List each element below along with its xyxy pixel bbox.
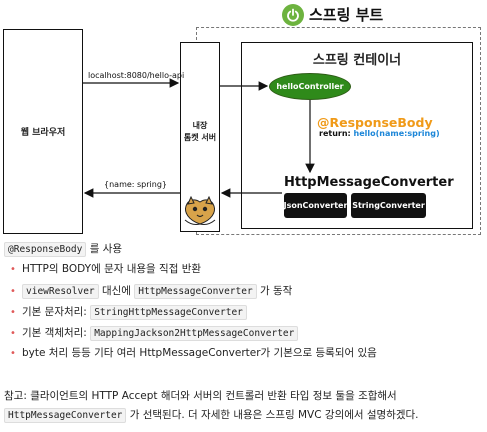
bullet-text: HTTP의 BODY에 문자 내용을 직접 반환 bbox=[22, 263, 202, 275]
string-converter-label: StringConverter bbox=[352, 201, 425, 210]
bullet-code: viewResolver bbox=[22, 284, 99, 299]
hello-controller-node: helloController bbox=[269, 73, 351, 100]
notes-heading-code: @ResponseBody bbox=[4, 242, 87, 257]
tomcat-label-line2: 톰켓 서버 bbox=[183, 133, 217, 142]
request-url-label: localhost:8080/hello-api bbox=[88, 71, 185, 80]
response-json-label: {name: spring} bbox=[104, 180, 168, 189]
bullet-item: • 기본 문자처리: StringHttpMessageConverter bbox=[10, 304, 247, 321]
response-body-annotation: @ResponseBody bbox=[317, 115, 433, 130]
bullet-item: • 기본 객체처리: MappingJackson2HttpMessageConv… bbox=[10, 325, 299, 342]
footer-text: 가 선택된다. 더 자세한 내용은 스프링 MVC 강의에서 설명하겠다. bbox=[126, 409, 419, 421]
bullet-code: HttpMessageConverter bbox=[134, 284, 257, 299]
web-browser-box: 웹 브라우저 bbox=[3, 29, 83, 234]
notes-section: @ResponseBody 를 사용 • HTTP의 BODY에 문자 내용을 직… bbox=[4, 241, 484, 431]
bullet-dot-icon: • bbox=[10, 328, 16, 339]
return-statement: return: hello(name:spring) bbox=[319, 129, 440, 138]
tomcat-logo-icon bbox=[182, 195, 218, 228]
bullet-text: 기본 문자처리: bbox=[22, 306, 91, 318]
bullet-dot-icon: • bbox=[10, 307, 16, 318]
bullet-code: StringHttpMessageConverter bbox=[90, 305, 247, 320]
footer-code: HttpMessageConverter bbox=[4, 408, 127, 423]
http-message-converter-title: HttpMessageConverter bbox=[284, 175, 454, 190]
bullet-item: • viewResolver 대신에 HttpMessageConverter 가… bbox=[10, 283, 292, 300]
hello-controller-label: helloController bbox=[276, 82, 344, 91]
bullet-text: 대신에 bbox=[98, 285, 135, 297]
bullet-text: 가 동작 bbox=[256, 285, 293, 297]
bullet-code: MappingJackson2HttpMessageConverter bbox=[90, 326, 299, 341]
return-prefix: return: bbox=[319, 129, 351, 138]
notes-heading-text: 를 사용 bbox=[89, 243, 123, 255]
bullet-item: • byte 처리 등등 기타 여러 HttpMessageConverter가 … bbox=[10, 345, 377, 362]
return-value: hello(name:spring) bbox=[353, 129, 440, 138]
spring-container-title: 스프링 컨테이너 bbox=[312, 53, 402, 68]
web-browser-label: 웹 브라우저 bbox=[20, 128, 66, 138]
bullet-dot-icon: • bbox=[10, 264, 16, 275]
notes-heading: @ResponseBody 를 사용 bbox=[4, 241, 122, 258]
bullet-dot-icon: • bbox=[10, 348, 16, 359]
json-converter-label: JsonConverter bbox=[283, 201, 348, 210]
embedded-tomcat-box bbox=[180, 42, 220, 232]
string-converter-box: StringConverter bbox=[351, 193, 426, 218]
bullet-text: byte 처리 등등 기타 여러 HttpMessageConverter가 기… bbox=[22, 347, 377, 359]
footer-line2: HttpMessageConverter 가 선택된다. 더 자세한 내용은 스… bbox=[4, 407, 419, 424]
footer-line1: 참고: 클라이언트의 HTTP Accept 해더와 서버의 컨트롤러 반환 타… bbox=[4, 390, 397, 402]
embedded-tomcat-label: 내장 톰켓 서버 bbox=[180, 120, 220, 144]
diagram-arrows bbox=[83, 78, 315, 198]
tomcat-label-line1: 내장 bbox=[192, 121, 208, 130]
bullet-text: 기본 객체처리: bbox=[22, 327, 91, 339]
spring-boot-power-icon bbox=[282, 4, 304, 26]
bullet-dot-icon: • bbox=[10, 286, 16, 297]
bullet-item: • HTTP의 BODY에 문자 내용을 직접 반환 bbox=[10, 261, 201, 278]
spring-boot-title: 스프링 부트 bbox=[309, 6, 384, 24]
json-converter-box: JsonConverter bbox=[284, 193, 347, 218]
